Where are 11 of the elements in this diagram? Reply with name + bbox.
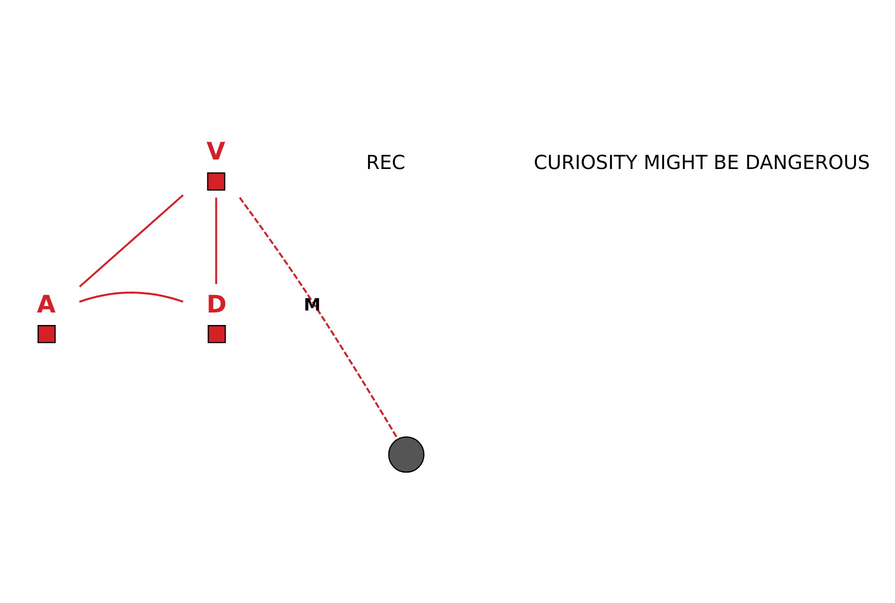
label: REC bbox=[366, 150, 406, 174]
node-label: D bbox=[206, 290, 227, 318]
connector bbox=[79, 291, 184, 302]
node-label: V bbox=[206, 137, 226, 166]
node-label: A bbox=[36, 290, 56, 318]
label: CURIOSITY MIGHT BE DANGEROUS bbox=[534, 150, 870, 174]
connector bbox=[79, 194, 184, 287]
edge-label: M bbox=[304, 294, 321, 314]
connector bbox=[238, 196, 399, 440]
connector bbox=[215, 197, 218, 284]
node-circle bbox=[388, 436, 424, 472]
